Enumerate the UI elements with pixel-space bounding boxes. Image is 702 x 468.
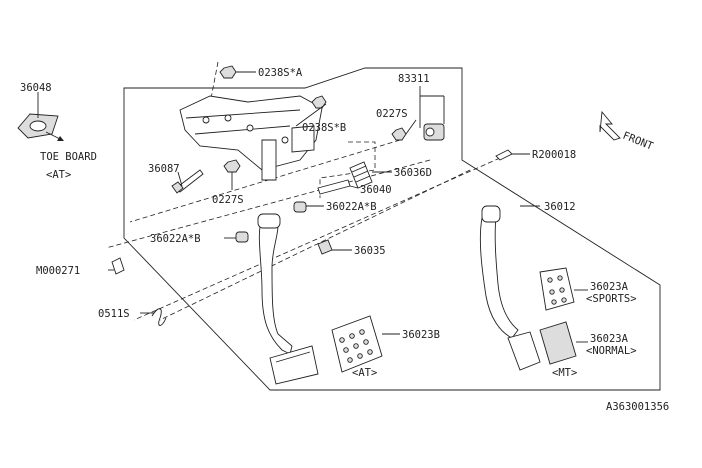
nut-0227s-top [391,127,407,141]
bushing-left [235,231,249,243]
nut-0238s-a [219,65,237,79]
rod-36040 [317,179,351,195]
label-36022a-b-right: 36022A*B [326,201,377,213]
clip-0511s [151,308,167,326]
label-0238s-a: 0238S*A [258,67,303,79]
label-0227s-top: 0227S [376,108,408,120]
label-toe-board-at: <AT> [46,169,71,181]
toe-board-part [17,92,64,141]
diagram-code: A363001356 [606,401,669,413]
label-toe-board: TOE BOARD [40,151,97,163]
dashed-box [319,141,376,198]
label-36023b: 36023B [402,329,440,341]
label-normal: <NORMAL> [586,345,637,357]
switch-83311 [419,86,445,141]
nut-0227s-mid [223,159,241,173]
assembly-outline [123,67,661,391]
pedal-bracket [179,95,323,181]
label-36022a-b-left: 36022A*B [150,233,201,245]
label-front: FRONT [621,130,655,153]
label-at-variant: <AT> [352,367,377,379]
screw-m000271 [111,257,125,275]
label-36035: 36035 [354,245,386,257]
bolt-36087 [171,169,204,194]
dashed-guide-lower [159,169,471,321]
label-r200018: R200018 [532,149,576,161]
label-0511s: 0511S [98,308,130,320]
brake-pedal-at [257,213,319,385]
label-m000271: M000271 [36,265,80,277]
spring-36036d [349,161,373,189]
label-36012: 36012 [544,201,576,213]
label-mt-variant: <MT> [552,367,577,379]
label-36048: 36048 [20,82,52,94]
label-0238s-b: 0238S*B [302,122,346,134]
clip-r200018 [495,149,513,161]
pedal-pad-36023b [331,315,383,373]
front-arrow [599,110,621,141]
bushing-right [293,201,307,213]
label-0227s-mid: 0227S [212,194,244,206]
label-36036d: 36036D [394,167,432,179]
label-36087: 36087 [148,163,180,175]
nut-0238s-b [311,95,327,109]
label-36040: 36040 [360,184,392,196]
label-36023a-normal: 36023A [590,333,629,345]
leader-lines [108,71,588,343]
stopper-36035 [317,239,333,255]
dashed-guide-top [129,139,401,223]
pedal-pad-normal [539,321,577,365]
label-83311: 83311 [398,73,430,85]
pedal-pad-sports [539,267,575,311]
brake-pedal-mt [479,205,541,371]
label-36023a-sports: 36023A [590,281,629,293]
label-sports: <SPORTS> [586,293,637,305]
